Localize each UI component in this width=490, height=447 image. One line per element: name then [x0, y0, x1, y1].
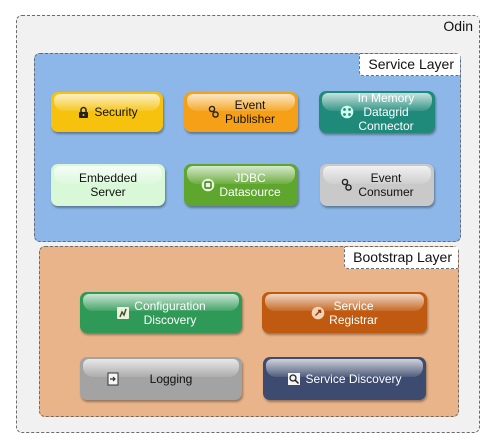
configuration-discovery-label: Configuration Discovery [134, 298, 206, 327]
configuration-discovery-node[interactable]: Configuration Discovery [80, 292, 242, 333]
registrar-icon [311, 306, 325, 320]
event-publisher-label: Event Publisher [224, 98, 276, 126]
odin-title: Odin [437, 17, 479, 34]
event-consumer-label: Event Consumer [358, 171, 414, 199]
jdbc-datasource-node[interactable]: JDBC Datasource [184, 164, 298, 206]
config-icon [116, 306, 130, 320]
bootstrap-layer-title: Bootstrap Layer [344, 247, 458, 269]
event-consumer-node[interactable]: Event Consumer [320, 164, 434, 206]
service-registrar-node[interactable]: Service Registrar [262, 292, 427, 333]
service-discovery-label: Service Discovery [305, 371, 402, 386]
service-registrar-label: Service Registrar [329, 298, 378, 327]
database-icon [201, 178, 215, 192]
in-memory-datagrid-connector-node[interactable]: In Memory Datagrid Connector [319, 91, 435, 133]
logging-label: Logging [149, 371, 193, 386]
in-memory-label: In Memory Datagrid Connector [357, 91, 415, 133]
service-layer-title: Service Layer [359, 54, 460, 76]
lock-icon [76, 105, 90, 119]
bootstrap-layer-container: Bootstrap Layer Configuration Discovery … [39, 246, 459, 417]
gears-icon [340, 178, 354, 192]
jdbc-label: JDBC Datasource [219, 171, 281, 199]
logging-node[interactable]: Logging [80, 357, 242, 400]
security-label: Security [94, 105, 138, 119]
security-node[interactable]: Security [51, 92, 163, 132]
service-layer-container: Service Layer Security Event Publisher I… [34, 53, 461, 242]
event-publisher-node[interactable]: Event Publisher [184, 92, 298, 132]
embedded-server-label: Embedded Server [78, 171, 138, 199]
service-discovery-node[interactable]: Service Discovery [263, 357, 426, 400]
search-icon [287, 372, 301, 386]
log-icon [106, 372, 120, 386]
grid-icon [340, 105, 354, 119]
embedded-server-node[interactable]: Embedded Server [51, 164, 165, 206]
gears-icon [207, 105, 221, 119]
